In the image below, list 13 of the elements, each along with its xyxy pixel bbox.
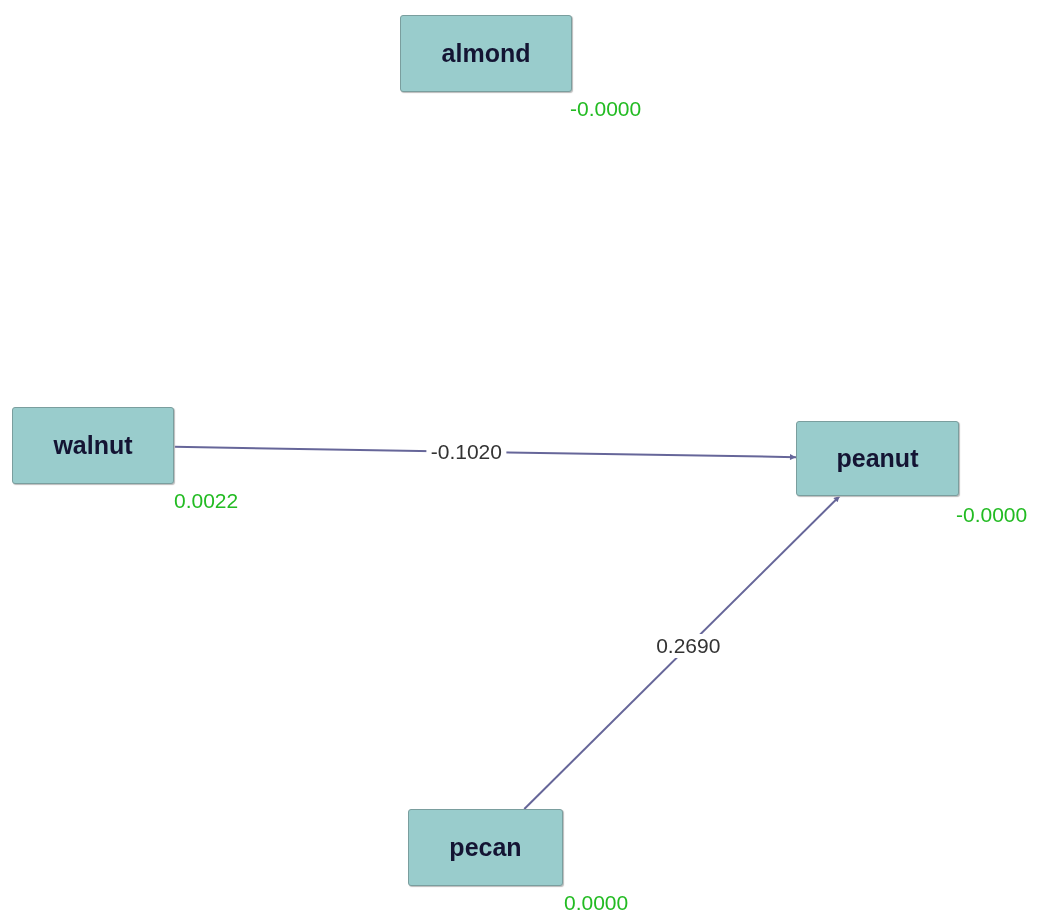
node-label: pecan — [449, 833, 522, 862]
node-value: 0.0022 — [174, 489, 239, 513]
node-box — [408, 809, 563, 886]
node-value: -0.0000 — [570, 97, 642, 121]
node-label: peanut — [836, 444, 919, 473]
node-box — [400, 15, 572, 92]
node-box — [796, 421, 959, 496]
node-label: almond — [441, 39, 531, 68]
node-value: 0.0000 — [564, 891, 629, 915]
node-label: walnut — [53, 431, 133, 460]
node-box — [12, 407, 174, 484]
arrow — [523, 495, 841, 810]
node-value: -0.0000 — [956, 503, 1028, 527]
